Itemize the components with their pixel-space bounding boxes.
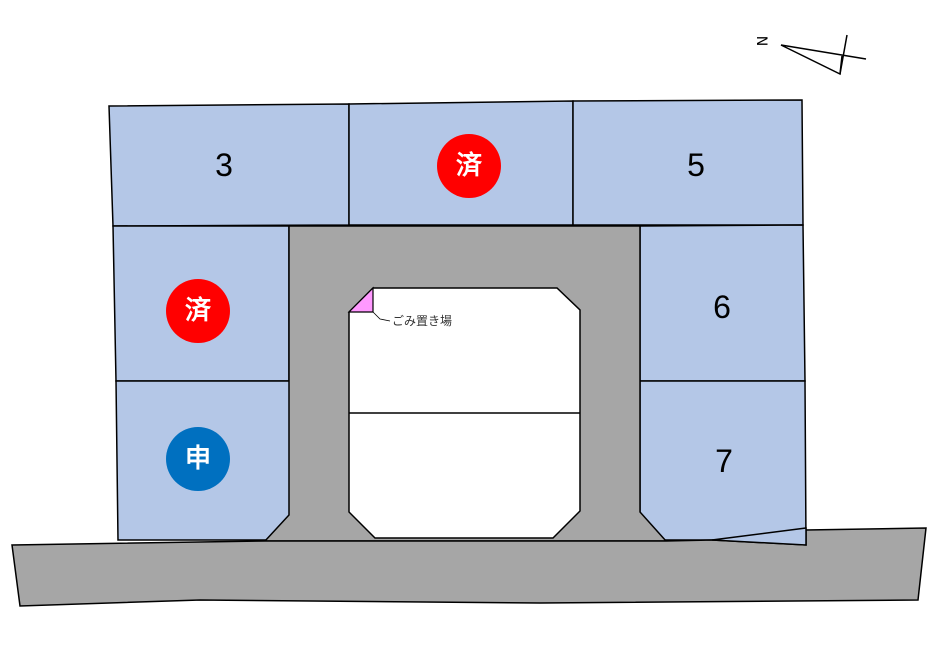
lot-number: 7 <box>715 443 733 479</box>
applied-badge: 申 <box>166 427 230 491</box>
svg-text:済: 済 <box>456 150 483 181</box>
lot-number: 3 <box>215 147 233 183</box>
lot-7-corner <box>711 527 807 546</box>
compass-label: N <box>753 36 769 46</box>
garbage-area-marker <box>347 286 374 313</box>
lot-number: 6 <box>713 289 731 325</box>
lot-number: 5 <box>687 147 705 183</box>
sold-badge: 済 <box>166 279 230 343</box>
svg-text:申: 申 <box>185 444 211 474</box>
garbage-area-label: ごみ置き場 <box>392 313 452 328</box>
svg-text:済: 済 <box>185 295 212 326</box>
sold-badge: 済 <box>437 134 501 198</box>
main-road <box>11 527 927 607</box>
north-arrow-icon: N <box>753 34 867 76</box>
